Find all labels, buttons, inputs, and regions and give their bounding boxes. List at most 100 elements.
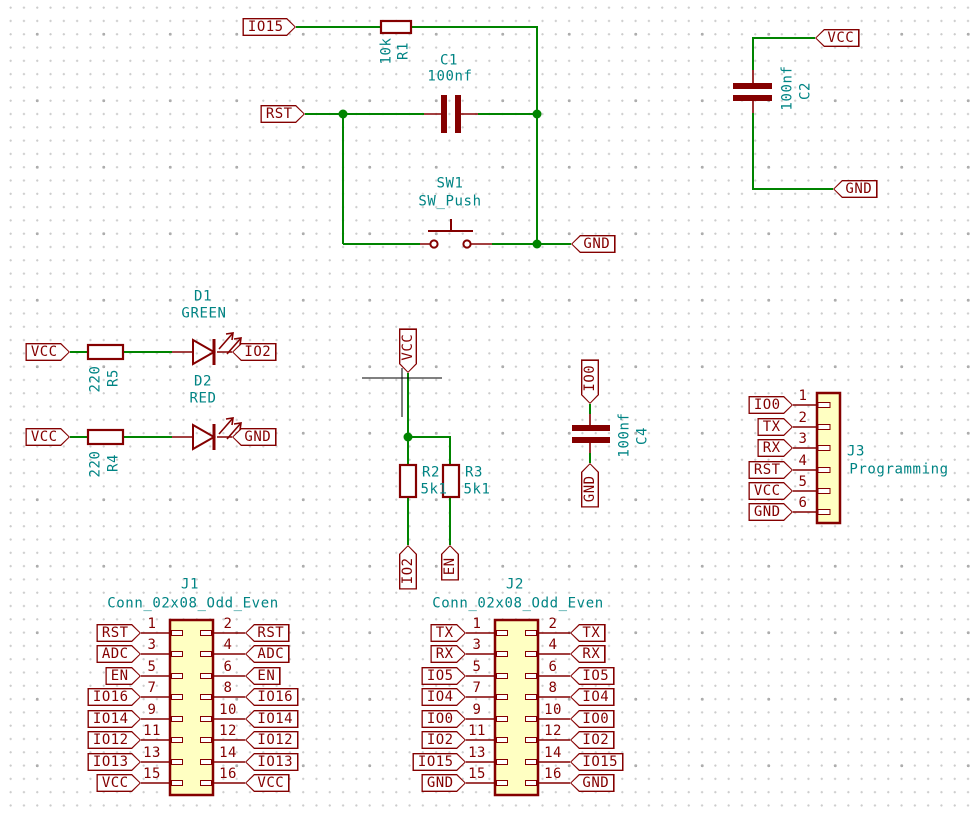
- r4-value[interactable]: 220: [87, 450, 104, 478]
- net-label-j2-r12[interactable]: IO2: [570, 731, 615, 749]
- sw1-ref[interactable]: SW1: [436, 175, 464, 192]
- r2-ref[interactable]: R2: [421, 464, 441, 481]
- net-label-j2-r6[interactable]: IO5: [570, 667, 615, 685]
- net-label-gnd-c2[interactable]: GND: [833, 180, 878, 198]
- net-label-j1-r8[interactable]: IO16: [245, 688, 299, 706]
- net-label-j2-l3[interactable]: RX: [430, 645, 466, 663]
- net-label-io2-d1[interactable]: IO2: [232, 343, 277, 361]
- net-label-j2-r10[interactable]: IO0: [570, 710, 615, 728]
- net-label-rst[interactable]: RST: [260, 105, 305, 123]
- net-label-j3-io0[interactable]: IO0: [748, 396, 793, 414]
- j3-ref[interactable]: J3: [846, 443, 866, 460]
- connector-j1-body[interactable]: [168, 618, 215, 797]
- net-label-j2-l15[interactable]: GND: [421, 774, 466, 792]
- net-label-vcc-d2[interactable]: VCC: [25, 428, 70, 446]
- r1-value[interactable]: 10k: [378, 37, 395, 65]
- net-label-j1-r10[interactable]: IO14: [245, 710, 299, 728]
- net-label-vcc-d1[interactable]: VCC: [25, 343, 70, 361]
- resistor-r5-body[interactable]: [86, 343, 125, 361]
- net-label-j3-rx[interactable]: RX: [757, 439, 793, 457]
- net-label-vcc-divider[interactable]: VCC: [399, 328, 417, 373]
- net-label-j2-l9[interactable]: IO0: [421, 710, 466, 728]
- net-label-j2-r14[interactable]: IO15: [570, 753, 624, 771]
- resistor-r1-body[interactable]: [379, 19, 413, 35]
- net-label-en-divider[interactable]: EN: [441, 545, 459, 581]
- wire-segments[interactable]: [70, 26, 833, 545]
- d2-value[interactable]: RED: [189, 390, 217, 407]
- net-label-j1-r12[interactable]: IO12: [245, 731, 299, 749]
- r3-ref[interactable]: R3: [464, 464, 484, 481]
- net-label-j1-l1[interactable]: RST: [96, 624, 141, 642]
- net-label-j1-r14[interactable]: IO13: [245, 753, 299, 771]
- connector-j2-body[interactable]: [493, 618, 540, 797]
- net-label-j2-r8[interactable]: IO4: [570, 688, 615, 706]
- d2-ref[interactable]: D2: [193, 373, 213, 390]
- net-label-j1-l5[interactable]: EN: [105, 667, 141, 685]
- net-label-io0-c4[interactable]: IO0: [581, 359, 599, 404]
- net-label-gnd-c4[interactable]: GND: [581, 463, 599, 508]
- sw1-value[interactable]: SW_Push: [418, 193, 482, 210]
- net-label-j3-gnd[interactable]: GND: [748, 503, 793, 521]
- net-label-j1-l15[interactable]: VCC: [96, 774, 141, 792]
- net-label-gnd-sw[interactable]: GND: [571, 235, 616, 253]
- j3-value[interactable]: Programming: [849, 461, 949, 478]
- net-label-gnd-d2[interactable]: GND: [232, 428, 277, 446]
- d1-value[interactable]: GREEN: [181, 305, 227, 322]
- c4-value[interactable]: 100nf: [616, 412, 633, 458]
- net-label-j1-r6[interactable]: EN: [245, 667, 281, 685]
- switch-sw1[interactable]: [428, 219, 473, 249]
- net-label-j2-l7[interactable]: IO4: [421, 688, 466, 706]
- net-label-j1-r2[interactable]: RST: [245, 624, 290, 642]
- net-label-j3-vcc[interactable]: VCC: [748, 482, 793, 500]
- net-label-vcc-c2[interactable]: VCC: [815, 29, 860, 47]
- c2-ref[interactable]: C2: [797, 81, 814, 101]
- net-label-j2-r4[interactable]: RX: [570, 645, 606, 663]
- resistor-r4-body[interactable]: [86, 428, 125, 446]
- c2-value[interactable]: 100nf: [779, 65, 796, 111]
- c1-ref[interactable]: C1: [439, 52, 459, 69]
- c4-ref[interactable]: C4: [634, 426, 651, 446]
- r5-value[interactable]: 220: [87, 365, 104, 393]
- net-label-io15[interactable]: IO15: [243, 18, 297, 36]
- r3-value[interactable]: 5k1: [463, 481, 491, 498]
- net-label-j3-rst[interactable]: RST: [748, 461, 793, 479]
- net-label-j1-l3[interactable]: ADC: [96, 645, 141, 663]
- j2-pin-number: 3: [472, 637, 482, 653]
- j1-value[interactable]: Conn_02x08_Odd_Even: [107, 595, 279, 612]
- j3-pin-number: 4: [798, 453, 808, 469]
- led-d2[interactable]: [192, 417, 242, 451]
- r4-ref[interactable]: R4: [105, 453, 122, 473]
- r5-ref[interactable]: R5: [105, 368, 122, 388]
- capacitor-c1[interactable]: [441, 95, 461, 133]
- net-label-io2-divider[interactable]: IO2: [399, 545, 417, 590]
- net-label-j2-l5[interactable]: IO5: [421, 667, 466, 685]
- net-label-j2-l13[interactable]: IO15: [413, 753, 467, 771]
- net-label-j1-l9[interactable]: IO14: [88, 710, 142, 728]
- d1-ref[interactable]: D1: [193, 288, 213, 305]
- net-label-j1-l11[interactable]: IO12: [88, 731, 142, 749]
- net-label-j2-l1[interactable]: TX: [430, 624, 466, 642]
- c1-value[interactable]: 100nf: [427, 68, 473, 85]
- net-label-j2-r2[interactable]: TX: [570, 624, 606, 642]
- net-label-j1-l13[interactable]: IO13: [88, 753, 142, 771]
- j2-ref[interactable]: J2: [505, 576, 525, 593]
- connector-j3-body[interactable]: [815, 391, 842, 525]
- led-d1[interactable]: [192, 332, 242, 366]
- j2-value[interactable]: Conn_02x08_Odd_Even: [432, 595, 604, 612]
- net-label-j2-r16[interactable]: GND: [570, 774, 615, 792]
- r2-value[interactable]: 5k1: [420, 481, 448, 498]
- r1-ref[interactable]: R1: [395, 41, 412, 61]
- capacitor-c4[interactable]: [572, 425, 610, 443]
- net-label-j1-r4[interactable]: ADC: [245, 645, 290, 663]
- net-label-j1-r16[interactable]: VCC: [245, 774, 290, 792]
- net-label-j1-l7[interactable]: IO16: [88, 688, 142, 706]
- junction-dots[interactable]: [338, 109, 542, 442]
- capacitor-c2[interactable]: [733, 83, 772, 101]
- net-label-j2-l11[interactable]: IO2: [421, 731, 466, 749]
- resistor-r3-body[interactable]: [441, 463, 461, 499]
- resistor-r2-body[interactable]: [398, 463, 418, 499]
- j1-ref[interactable]: J1: [180, 576, 200, 593]
- net-label-j3-tx[interactable]: TX: [757, 418, 793, 436]
